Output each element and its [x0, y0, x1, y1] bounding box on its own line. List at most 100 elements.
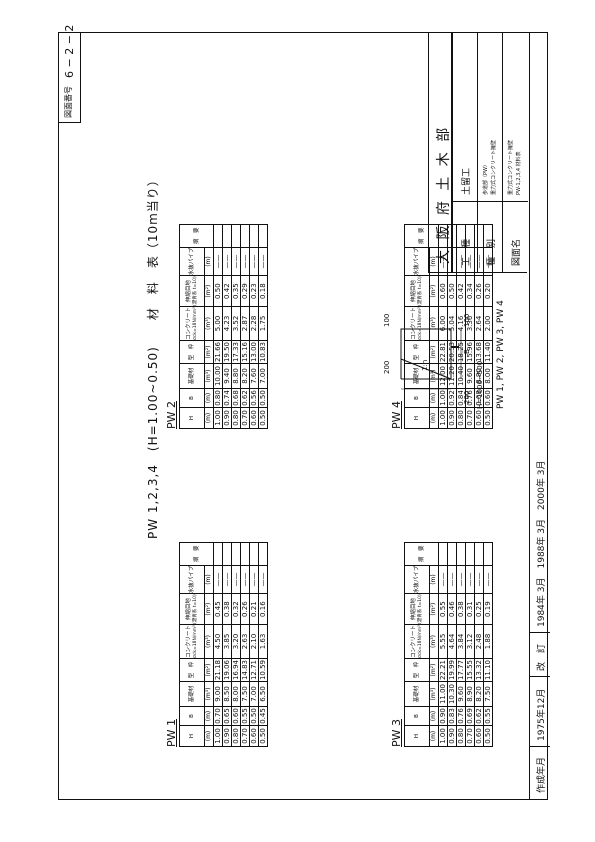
revised-values: 1984年 3月 1988年 3月 2000年 3月: [537, 460, 547, 627]
drawing-number-label: 図面番号: [64, 86, 73, 118]
unit-header: (m²): [204, 658, 214, 682]
table-cell: 0.90: [447, 725, 457, 747]
table-cell: 8.00: [231, 681, 241, 707]
table-cell: 0.45: [258, 706, 268, 726]
table-cell: 7.00: [249, 681, 259, 707]
table-cell: 0.80: [231, 407, 241, 429]
header-label: 伸縮目地: [186, 598, 192, 621]
table-cell: ——: [258, 565, 268, 594]
unit-header: (m³): [204, 306, 214, 341]
table-cell: 0.50: [258, 725, 268, 747]
column-header: 水抜パイプ: [179, 565, 205, 594]
legend-row-type: 種 別 歩道部（PW） 重力式コンクリート擁壁: [478, 33, 503, 272]
column-header: 摘 要: [179, 542, 214, 566]
separator: [530, 676, 550, 677]
unit-header: (m): [204, 388, 214, 408]
note-cell: [249, 542, 259, 566]
table-cell: 0.80: [456, 725, 466, 747]
table-cell: 1.00: [438, 725, 448, 747]
note-cell: [240, 542, 250, 566]
table-cell: 0.32: [231, 593, 241, 625]
header-sublabel: σck=18N/mm²: [193, 307, 198, 340]
table-cell: 0.83: [447, 706, 457, 726]
note-cell: [222, 542, 232, 566]
table-cell: 17.33: [231, 340, 241, 364]
note-cell: [258, 542, 268, 566]
table-cell: 11.10: [483, 658, 493, 682]
table-cell: 0.60: [231, 706, 241, 726]
table-cell: 0.31: [465, 593, 475, 625]
table-cell: 5.55: [438, 624, 448, 659]
table-cell: ——: [447, 565, 457, 594]
header-label: 伸縮目地: [186, 280, 192, 303]
table-cell: 8.80: [231, 363, 241, 389]
table-cell: 1.00: [213, 407, 223, 429]
table-cell: 0.70: [240, 407, 250, 429]
table-cell: ——: [222, 565, 232, 594]
unit-header: (m²): [204, 275, 214, 307]
table-cell: 0.76: [456, 706, 466, 726]
section-svg: [400, 328, 462, 390]
unit-header: (m²): [204, 340, 214, 364]
revised-label: 改 訂: [537, 643, 547, 671]
unit-header: (m²): [204, 593, 214, 625]
unit-header: (m): [429, 706, 439, 726]
table-cell: ——: [483, 565, 493, 594]
table-cell: 1.63: [258, 624, 268, 659]
header-label: 水抜パイプ: [414, 247, 420, 276]
table-cell: 0.90: [438, 706, 448, 726]
header-label: B: [189, 714, 195, 718]
table-cell: 17.77: [456, 658, 466, 682]
unit-header: (m): [429, 725, 439, 747]
note-cell: [456, 542, 466, 566]
table-cell: 13.32: [474, 658, 484, 682]
dim-h: H=1000~500: [476, 360, 484, 409]
header-label: 型 枠: [414, 661, 420, 679]
dim-b: B: [463, 349, 471, 354]
column-header: 水抜パイプ: [404, 565, 430, 594]
header-sublabel: σck=18N/mm²: [193, 625, 198, 658]
unit-header: (m³): [429, 681, 439, 707]
column-header: 伸縮目地(瀝青系 t=10): [179, 593, 205, 625]
table-cell: 2.48: [474, 624, 484, 659]
table-cell: 0.50: [249, 706, 259, 726]
table-cell: 0.60: [249, 407, 259, 429]
unit-header: (m³): [429, 624, 439, 659]
note-cell: [447, 542, 457, 566]
diagram-caption: PW 1, PW 2, PW 3, PW 4: [496, 300, 506, 409]
table-cell: 0.90: [447, 407, 457, 429]
column-header: 摘 要: [179, 224, 214, 248]
table-cell: 8.20: [240, 363, 250, 389]
table-cell: 0.50: [213, 275, 223, 307]
table-cell: 2.10: [249, 624, 259, 659]
unit-header: (m): [429, 565, 439, 594]
table-cell: 0.80: [213, 388, 223, 408]
table-cell: 3.84: [456, 624, 466, 659]
table-cell: 4.64: [447, 624, 457, 659]
column-header: 基礎材: [404, 681, 430, 707]
name-value-1: 重力式コンクリート擁壁: [508, 139, 514, 195]
table-cell: 7.00: [258, 363, 268, 389]
table-cell: 0.38: [222, 593, 232, 625]
header-label: コンクリート: [411, 624, 417, 658]
drawing-number-box: 図面番号 6 − 2 − 2: [59, 25, 81, 123]
note-cell: [231, 542, 241, 566]
type-value-1: 歩道部（PW）: [483, 162, 489, 195]
header-label: 摘 要: [418, 227, 425, 245]
note-cell: [213, 224, 223, 248]
header-label: 基礎材: [189, 685, 195, 703]
table-title: PW 1: [165, 718, 178, 747]
table-cell: ——: [249, 565, 259, 594]
table-cell: 10.30: [447, 681, 457, 707]
table-cell: 0.50: [483, 407, 493, 429]
table-cell: 0.60: [474, 407, 484, 429]
table-cell: 8.50: [222, 681, 232, 707]
table-cell: 0.70: [213, 706, 223, 726]
